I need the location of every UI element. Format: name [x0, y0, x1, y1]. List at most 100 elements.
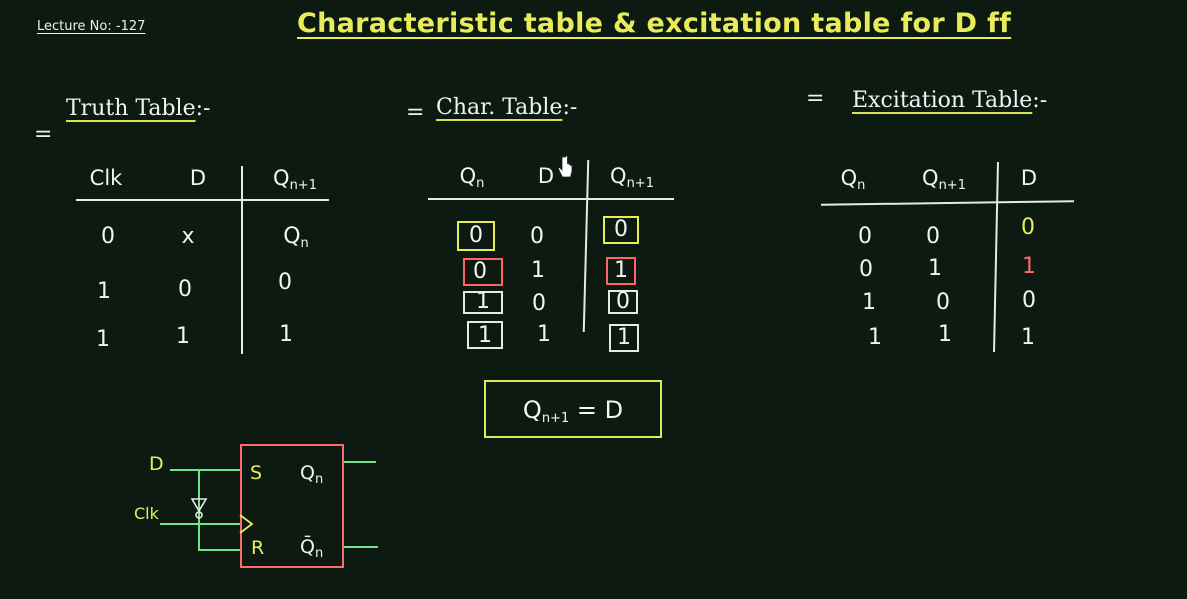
highlight-box — [463, 291, 503, 314]
equation-rhs: = D — [569, 396, 624, 424]
truth-header-d: D — [189, 166, 207, 190]
exc-cell: 1 — [938, 322, 952, 347]
equals-mark: = — [34, 122, 53, 147]
input-d-label: D — [149, 453, 164, 475]
pin-s-label: S — [250, 462, 263, 484]
header-q-subscript: n+1 — [626, 176, 654, 191]
exc-header-qn1: Qn+1 — [922, 166, 966, 193]
page-title: Characteristic table & excitation table … — [297, 8, 1012, 39]
char-cell: 1 — [614, 258, 628, 283]
exc-cell: 0 — [926, 224, 940, 249]
highlight-box — [606, 257, 636, 285]
highlight-box — [463, 258, 503, 286]
header-q: Q — [459, 164, 477, 188]
q-output-wire — [344, 461, 376, 463]
truth-header-clk: Clk — [89, 166, 123, 190]
equation-q-subscript: n+1 — [541, 411, 570, 426]
equals-mark: = — [406, 100, 425, 125]
output-qbar: Q̄ — [300, 536, 315, 558]
truth-table-heading-suffix: :- — [195, 96, 211, 121]
char-cell: 1 — [478, 323, 492, 348]
char-table-heading: Char. Table:- — [436, 95, 577, 120]
not-gate-icon — [190, 498, 208, 519]
exc-cell: 1 — [862, 290, 876, 315]
truth-cell: 0 — [278, 270, 292, 295]
excitation-table-column-rule — [993, 161, 999, 353]
char-cell: 0 — [614, 217, 628, 242]
input-clk-label: Clk — [134, 504, 159, 523]
char-cell: 1 — [476, 289, 490, 314]
r-input-wire — [198, 549, 240, 551]
char-cell: 0 — [616, 289, 630, 314]
char-cell: 0 — [469, 223, 483, 248]
highlight-box — [603, 216, 639, 244]
output-q-subscript: n — [314, 472, 324, 487]
excitation-table-heading: Excitation Table:- — [852, 88, 1047, 113]
header-q: Q — [273, 166, 290, 190]
char-cell: 0 — [532, 291, 546, 316]
exc-cell: 1 — [1021, 325, 1035, 350]
header-q: Q — [610, 164, 627, 188]
truth-cell: 1 — [96, 327, 110, 352]
characteristic-equation: Qn+1 = D — [523, 396, 623, 426]
pin-r-label: R — [251, 537, 265, 559]
truth-table-heading: Truth Table:- — [66, 96, 210, 121]
truth-cell: 0 — [178, 277, 192, 302]
exc-cell: 0 — [858, 224, 872, 249]
clk-input-wire — [160, 523, 240, 525]
char-table-heading-suffix: :- — [562, 95, 578, 120]
qbar-output-wire — [344, 546, 378, 548]
truth-cell: 1 — [279, 322, 293, 347]
output-qbar-subscript: n — [314, 546, 324, 561]
flip-flop-block — [240, 444, 344, 568]
exc-cell: 0 — [1022, 288, 1036, 313]
truth-cell: 0 — [101, 224, 115, 249]
header-q-subscript: n — [857, 178, 866, 193]
highlight-box — [457, 221, 495, 251]
exc-header-qn: Qn — [841, 166, 866, 193]
excitation-table-heading-suffix: :- — [1032, 88, 1048, 113]
exc-cell: 1 — [868, 325, 882, 350]
exc-cell: 1 — [928, 256, 942, 281]
highlight-box — [609, 324, 639, 352]
lecture-number: Lecture No: -127 — [37, 19, 146, 34]
char-header-qn: Qn — [460, 164, 485, 191]
exc-cell: 1 — [1022, 254, 1036, 279]
char-header-qn1: Qn+1 — [610, 164, 654, 191]
truth-cell: x — [181, 224, 195, 249]
char-header-d: D — [537, 164, 555, 188]
header-q: Q — [840, 166, 858, 190]
header-q-subscript: n+1 — [938, 178, 966, 193]
cell-q: Q — [283, 224, 301, 249]
truth-cell: 1 — [97, 279, 111, 304]
equation-q: Q — [522, 396, 542, 424]
exc-cell: 0 — [1021, 215, 1035, 240]
excitation-table-heading-text: Excitation Table — [852, 88, 1033, 113]
char-cell: 0 — [530, 224, 544, 249]
header-q-subscript: n — [476, 176, 485, 191]
hand-cursor-icon — [558, 155, 573, 178]
truth-cell: 1 — [176, 324, 190, 349]
equation-box — [484, 380, 662, 438]
clock-edge-icon — [239, 514, 254, 534]
exc-header-d: D — [1020, 166, 1038, 190]
output-q: Q — [300, 462, 315, 484]
output-q-label: Qn — [300, 462, 323, 487]
excitation-table-header-rule — [820, 200, 1075, 206]
highlight-box — [608, 290, 638, 314]
char-table-column-rule — [582, 160, 590, 332]
char-cell: 1 — [537, 322, 551, 347]
truth-cell: Qn — [283, 224, 309, 251]
truth-table-heading-text: Truth Table — [66, 96, 196, 121]
truth-header-qn1: Qn+1 — [273, 166, 317, 193]
cell-q-subscript: n — [300, 236, 309, 251]
header-q-subscript: n+1 — [289, 178, 317, 193]
exc-cell: 0 — [936, 290, 950, 315]
char-table-header-rule — [428, 198, 674, 200]
truth-table-column-rule — [241, 166, 243, 354]
header-q: Q — [922, 166, 939, 190]
char-cell: 1 — [617, 325, 631, 350]
char-table-heading-text: Char. Table — [436, 95, 563, 120]
char-cell: 1 — [531, 258, 545, 283]
